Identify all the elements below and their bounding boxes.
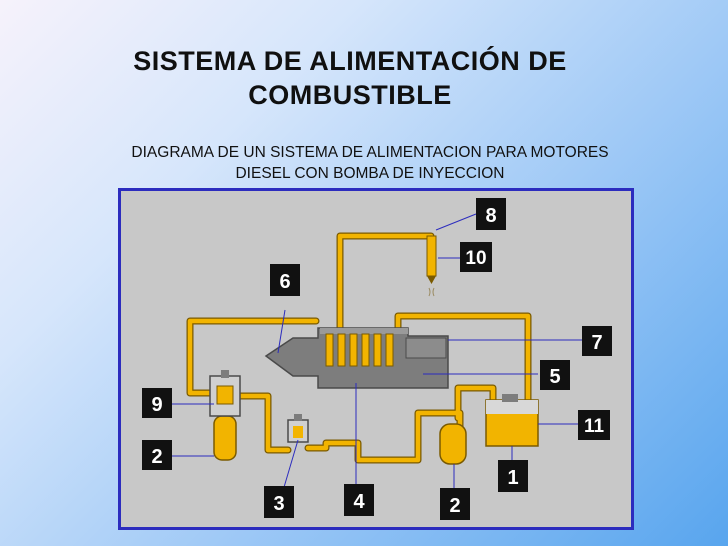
svg-text:8: 8: [485, 205, 496, 227]
fuel-tank: [485, 394, 539, 447]
label-2-left: 2: [142, 440, 172, 470]
label-11: 11: [578, 410, 610, 440]
pre-filter: [439, 423, 467, 465]
svg-text:10: 10: [465, 248, 486, 269]
svg-text:2: 2: [449, 495, 460, 517]
label-6: 6: [270, 264, 300, 296]
svg-text:6: 6: [279, 271, 290, 293]
svg-text:1: 1: [507, 467, 518, 489]
slide-title: SISTEMA DE ALIMENTACIÓN DE COMBUSTIBLE: [70, 44, 630, 112]
feed-pump: [287, 414, 309, 443]
injector: [426, 235, 437, 297]
slide-title-line-1: SISTEMA DE ALIMENTACIÓN DE: [133, 46, 567, 76]
label-8: 8: [476, 198, 506, 230]
svg-text:11: 11: [584, 416, 605, 437]
label-4: 4: [344, 484, 374, 516]
label-10: 10: [460, 242, 492, 272]
svg-text:4: 4: [353, 491, 365, 513]
injection-pump: [264, 327, 449, 389]
label-9: 9: [142, 388, 172, 418]
fuel-filter: [209, 370, 241, 461]
svg-text:3: 3: [273, 493, 284, 515]
svg-text:5: 5: [549, 366, 560, 388]
slide-subtitle-line-2: DIESEL CON BOMBA DE INYECCION: [235, 165, 505, 182]
svg-text:7: 7: [591, 332, 602, 354]
slide-subtitle-line-1: DIAGRAMA DE UN SISTEMA DE ALIMENTACION P…: [131, 144, 609, 161]
label-2-right: 2: [440, 488, 470, 520]
label-7: 7: [582, 326, 612, 356]
fuel-system-diagram: 8 10 6 7 5 9 11 2 1 3 4 2: [118, 188, 634, 530]
slide-subtitle: DIAGRAMA DE UN SISTEMA DE ALIMENTACION P…: [60, 142, 680, 184]
svg-text:2: 2: [151, 446, 162, 468]
label-1: 1: [498, 460, 528, 492]
label-3: 3: [264, 486, 294, 518]
label-5: 5: [540, 360, 570, 390]
slide-title-line-2: COMBUSTIBLE: [248, 80, 452, 110]
leader-lines: [170, 213, 588, 496]
svg-text:9: 9: [151, 394, 162, 416]
